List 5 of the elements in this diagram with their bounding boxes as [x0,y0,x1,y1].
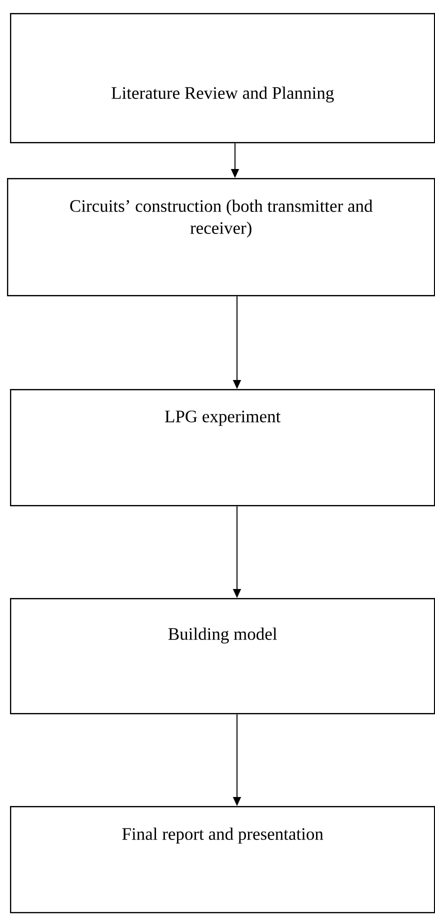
process-box: Final report and presentation [10,806,435,914]
process-box: Literature Review and Planning [10,13,435,144]
process-box: LPG experiment [10,389,435,506]
process-box: Building model [10,598,435,714]
process-box: Circuits’ construction (both transmitter and receiver) [7,178,435,296]
